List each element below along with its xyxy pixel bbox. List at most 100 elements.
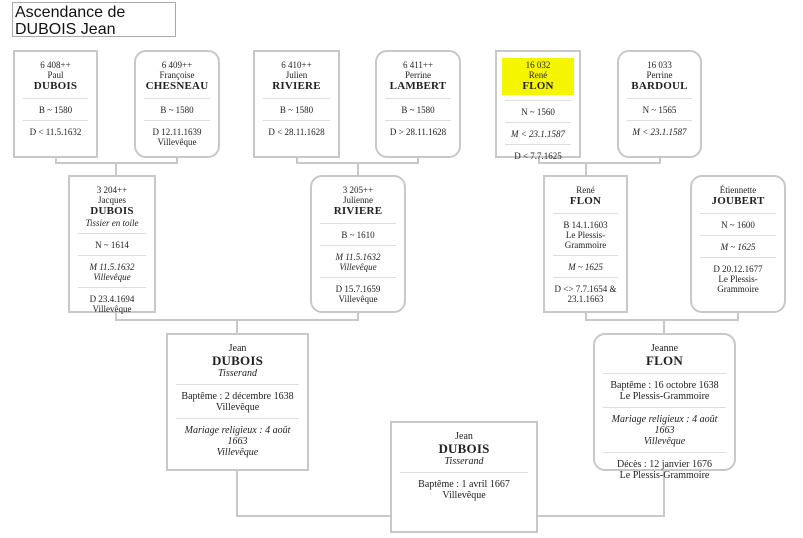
title-line-2: DUBOIS Jean — [15, 21, 116, 38]
connector — [236, 319, 238, 333]
first-name: Jacques — [98, 195, 126, 205]
event-date: D 15.7.1659 — [335, 284, 381, 294]
marriage-event: M ~ 1625 — [700, 235, 776, 252]
surname: CHESNEAU — [145, 80, 209, 92]
title-line-1: Ascendance de — [15, 4, 126, 21]
connector — [357, 312, 359, 321]
event-date: D < 7.7.1625 — [514, 151, 562, 161]
event-date: M 11.5.1632 — [335, 252, 381, 262]
event-date: Baptême : 1 avril 1667 — [418, 479, 510, 490]
event-date: D 20.12.1677 — [713, 264, 763, 274]
marriage-event: M < 23.1.1587 — [505, 122, 571, 139]
life-event: D <> 7.7.1654 & 23.1.1663 — [553, 277, 618, 304]
sosa-number: 3 205++ — [342, 185, 374, 195]
connector — [236, 470, 238, 517]
event-date: N ~ 1565 — [642, 105, 677, 115]
connector — [357, 162, 359, 175]
event-place: Le Plessis-Grammoire — [564, 230, 607, 250]
connector — [176, 157, 178, 164]
life-event: D < 28.11.1628 — [263, 120, 330, 137]
first-name: Julien — [285, 70, 308, 80]
surname: LAMBERT — [389, 80, 447, 92]
event-date: D 12.11.1639 — [152, 127, 202, 137]
event-place: Villevêque — [215, 402, 260, 413]
surname: FLON — [646, 353, 683, 368]
connector — [115, 312, 117, 321]
life-event: N ~ 1565 — [627, 98, 692, 115]
connector — [737, 312, 739, 321]
occupation: Tissier en toile — [85, 218, 139, 228]
life-event: B ~ 1580 — [385, 98, 451, 115]
event-date: N ~ 1560 — [521, 107, 555, 117]
event-place: Villevêque — [92, 304, 132, 314]
event-date: M ~ 1625 — [568, 262, 603, 272]
sosa-number: 16 032 — [525, 60, 551, 70]
surname: DUBOIS — [90, 205, 134, 217]
event-date: Mariage religieux : 4 août 1663 — [184, 425, 291, 447]
sosa-number: 6 408++ — [40, 60, 71, 70]
event-date: M 11.5.1632 — [89, 262, 135, 272]
surname: FLON — [522, 80, 554, 92]
event-date: Mariage religieux : 4 août 1663 — [611, 414, 718, 436]
first-name: René — [528, 70, 548, 80]
first-name: Jean — [228, 343, 247, 354]
surname: JOUBERT — [711, 195, 765, 207]
event-place: Villevêque — [157, 137, 197, 147]
event-date: B ~ 1580 — [279, 105, 314, 115]
event-date: D < 11.5.1632 — [29, 127, 82, 137]
life-event: B ~ 1610 — [320, 223, 396, 240]
event-date: B ~ 1580 — [160, 105, 194, 115]
event-place: Villevêque — [338, 294, 378, 304]
surname: RIVIERE — [333, 205, 383, 217]
event-place: Le Plessis-Grammoire — [717, 274, 759, 294]
first-name: Jeanne — [650, 343, 679, 354]
marriage-event: M < 23.1.1587 — [627, 120, 692, 137]
event-place: Villevêque — [643, 436, 686, 447]
event-place: Le Plessis-Grammoire — [619, 470, 710, 481]
event-date: D <> 7.7.1654 & 23.1.1663 — [554, 284, 617, 304]
first-name: Perrine — [646, 70, 673, 80]
event-place: Villevêque — [216, 447, 259, 458]
event-place: Le Plessis-Grammoire — [619, 391, 710, 402]
first-name: René — [576, 185, 595, 195]
surname: DUBOIS — [211, 353, 264, 368]
life-event: D > 28.11.1628 — [385, 120, 451, 137]
event-date: M ~ 1625 — [720, 242, 756, 252]
first-name: Paul — [47, 70, 64, 80]
surname: DUBOIS — [33, 80, 78, 92]
life-event: B ~ 1580 — [23, 98, 88, 115]
connector — [538, 157, 540, 164]
event-date: N ~ 1614 — [95, 240, 129, 250]
event-date: D < 28.11.1628 — [268, 127, 325, 137]
connector — [538, 162, 661, 164]
surname: FLON — [569, 195, 602, 207]
connector — [663, 470, 665, 517]
first-name: Perrine — [405, 70, 431, 80]
event-date: Baptême : 2 décembre 1638 — [181, 391, 294, 402]
